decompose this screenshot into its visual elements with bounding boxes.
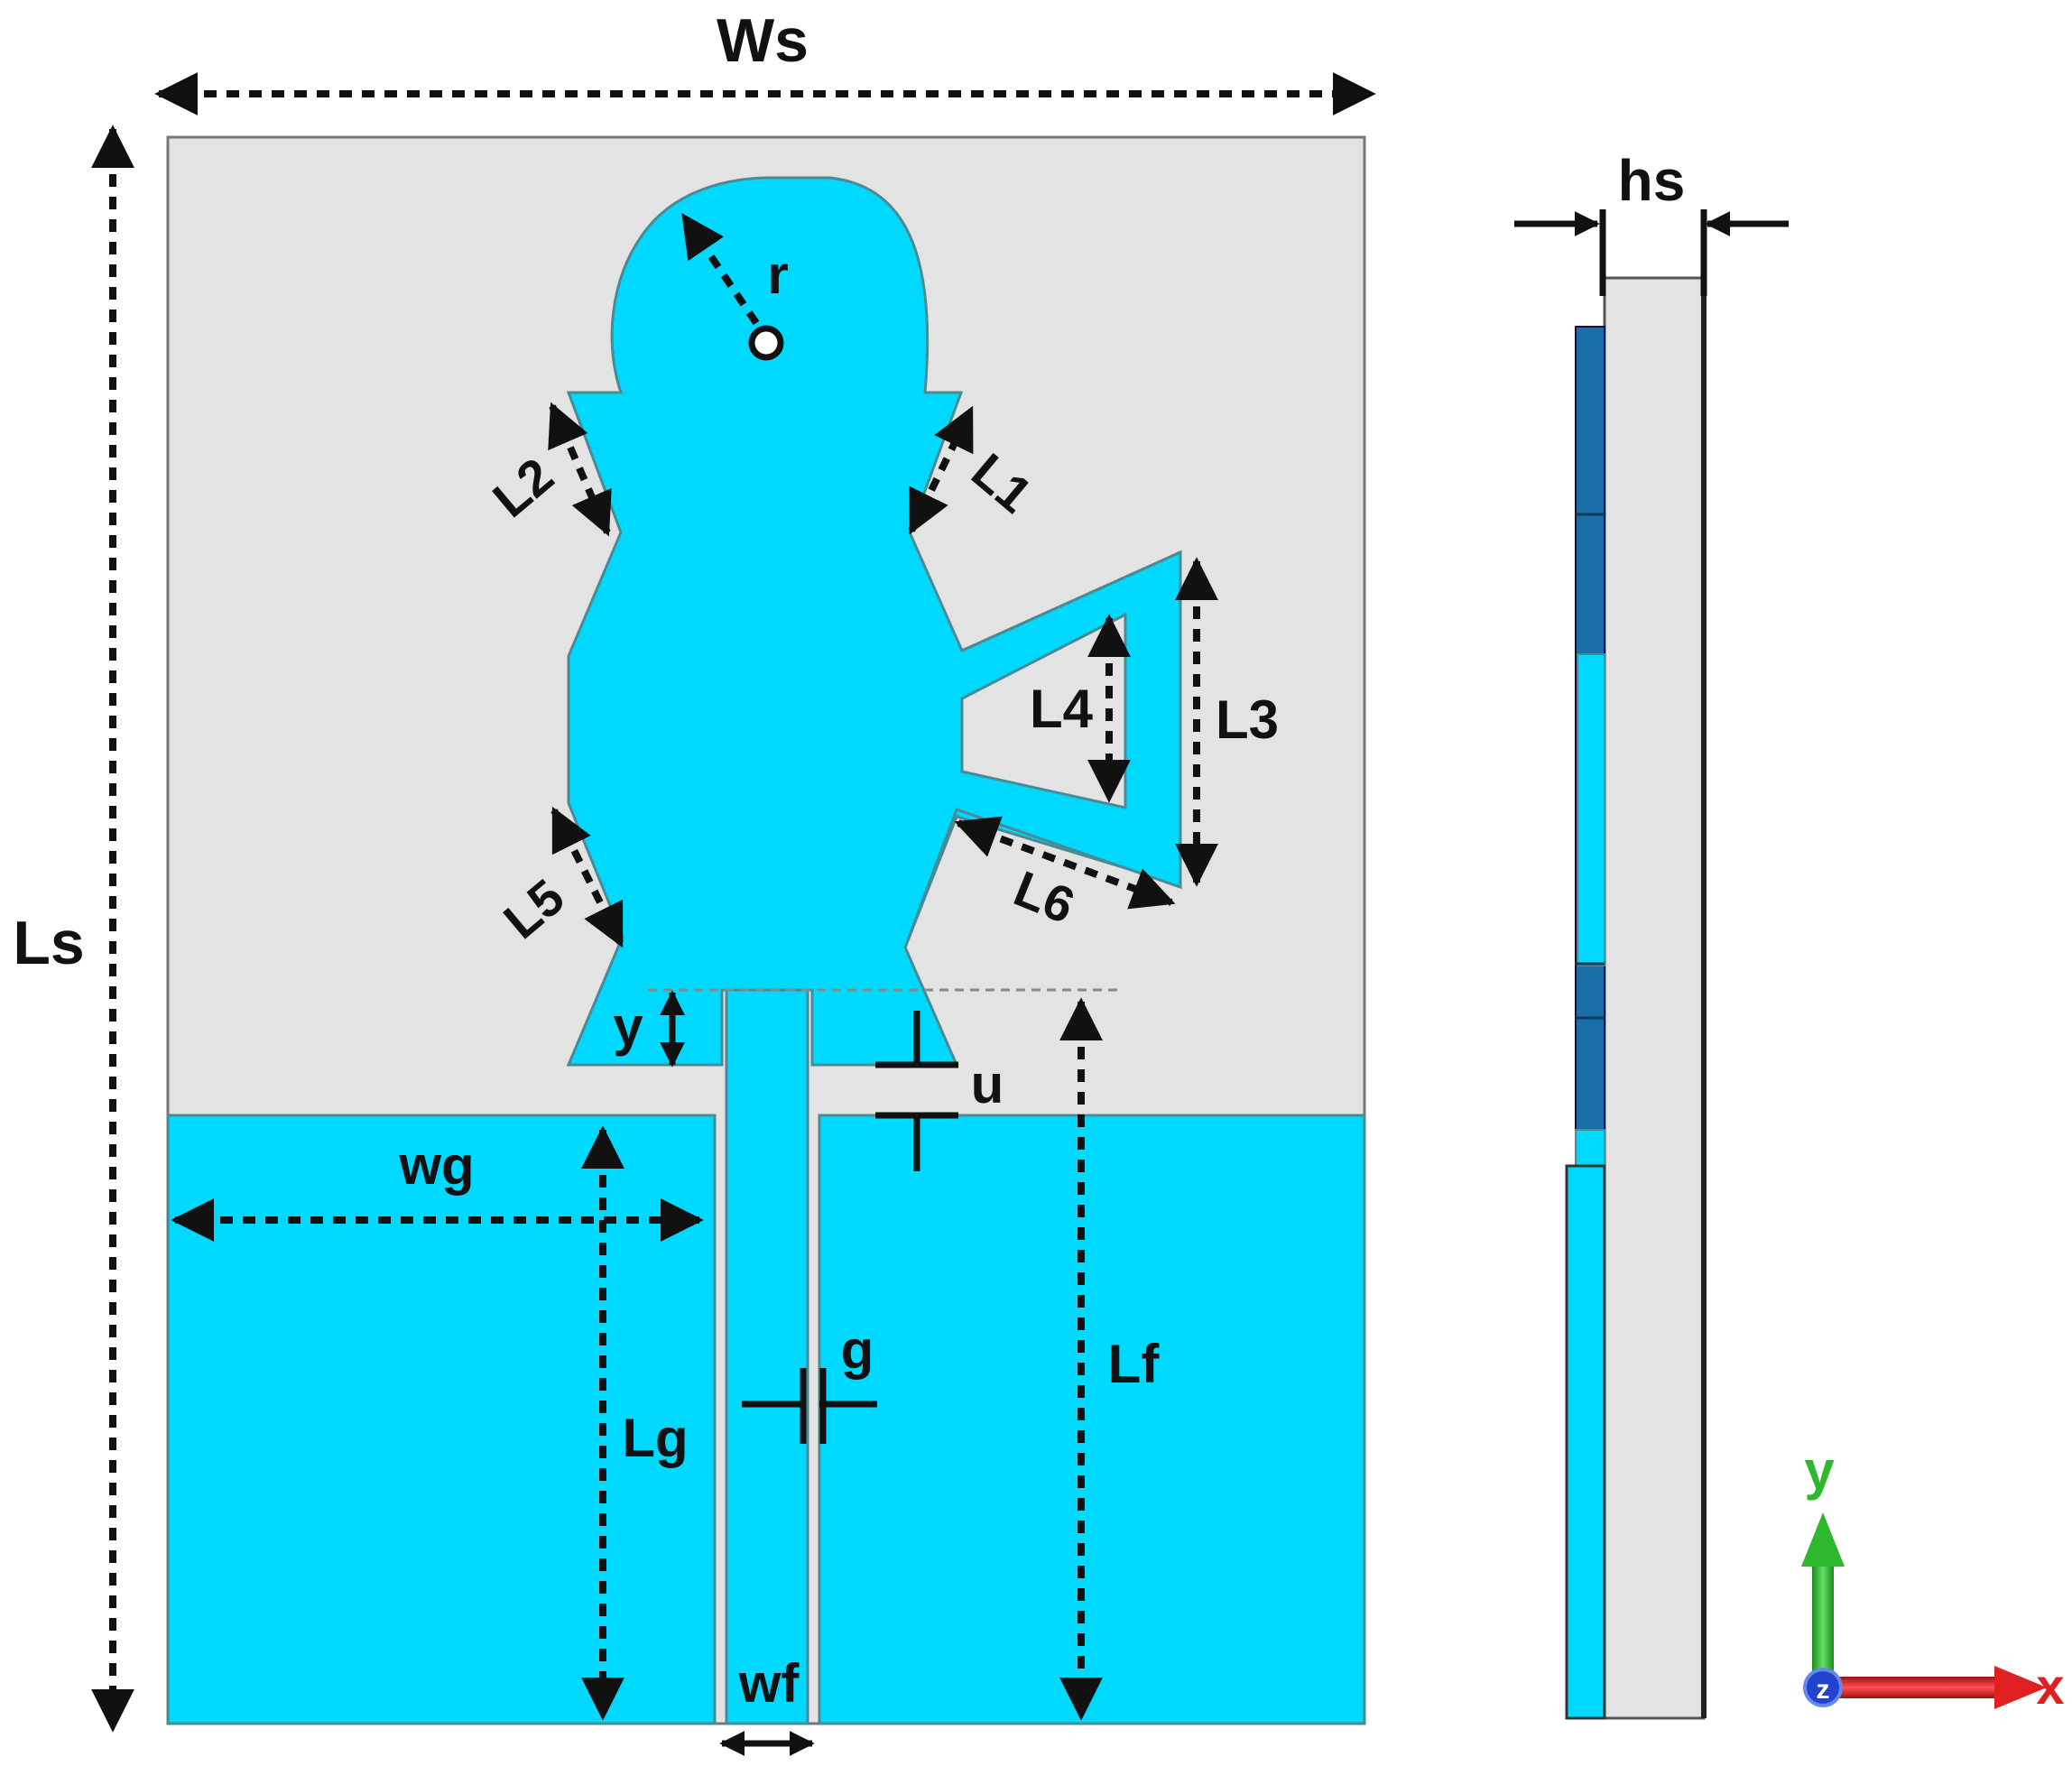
axis-x-label: x bbox=[2036, 1658, 2064, 1715]
axis-y-label: y bbox=[1804, 1440, 1835, 1501]
side-view: hs bbox=[1514, 148, 1789, 1720]
axis-triad: z y x bbox=[1801, 1440, 2065, 1715]
lf-label: Lf bbox=[1108, 1334, 1161, 1394]
g-label: g bbox=[841, 1319, 874, 1380]
r-label: r bbox=[767, 245, 788, 305]
l2-dimension-arrow bbox=[548, 402, 612, 537]
l3-label: L3 bbox=[1216, 689, 1279, 750]
wf-label: wf bbox=[738, 1653, 800, 1714]
feed-line bbox=[725, 988, 809, 1725]
l6-dimension-arrow bbox=[954, 816, 1176, 910]
side-ground bbox=[1565, 1164, 1606, 1720]
lg-label: Lg bbox=[622, 1408, 688, 1468]
y-label: y bbox=[613, 996, 643, 1057]
u-label: u bbox=[971, 1054, 1004, 1114]
front-view: Ws Ls r L1 L2 L3 L4 L5 L6 y bbox=[13, 6, 1376, 1756]
ground-plane-right bbox=[818, 1114, 1366, 1725]
y-axis-arrow bbox=[1812, 1563, 1834, 1680]
ls-label: Ls bbox=[13, 909, 84, 977]
ws-label: Ws bbox=[717, 6, 809, 75]
circle-center-marker bbox=[748, 325, 784, 361]
x-axis-arrow bbox=[1836, 1677, 1998, 1698]
hs-label: hs bbox=[1618, 148, 1686, 213]
wg-label: wg bbox=[398, 1135, 474, 1196]
u-gap-marker bbox=[875, 1011, 958, 1171]
g-gap-marker bbox=[742, 1368, 877, 1444]
side-substrate bbox=[1603, 276, 1706, 1720]
axis-z-label: z bbox=[1817, 1675, 1830, 1705]
z-axis-marker bbox=[1803, 1668, 1843, 1707]
l5-dimension-arrow bbox=[550, 806, 624, 948]
l4-label: L4 bbox=[1030, 679, 1094, 739]
